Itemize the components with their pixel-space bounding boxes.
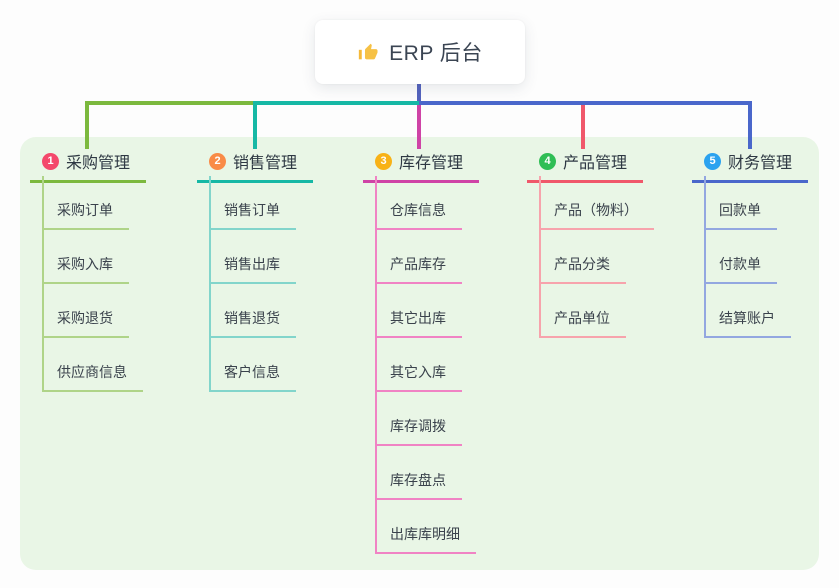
- child-node[interactable]: 其它出库: [375, 284, 462, 338]
- child-node[interactable]: 采购订单: [42, 176, 129, 230]
- child-node[interactable]: 销售退货: [209, 284, 296, 338]
- child-node[interactable]: 供应商信息: [42, 338, 143, 392]
- bus-line-mid: [255, 101, 419, 105]
- child-node[interactable]: 产品分类: [539, 230, 626, 284]
- child-node[interactable]: 产品单位: [539, 284, 626, 338]
- badge-5: 5: [704, 152, 721, 170]
- branch-node-inventory[interactable]: 3 库存管理: [363, 146, 480, 183]
- child-node[interactable]: 回款单: [704, 176, 777, 230]
- child-node[interactable]: 产品库存: [375, 230, 462, 284]
- branch-children-inventory: 仓库信息 产品库存 其它出库 其它入库 库存调拨 库存盘点 出库库明细: [375, 176, 476, 554]
- branch-board-panel: [20, 137, 819, 570]
- child-node[interactable]: 采购入库: [42, 230, 129, 284]
- branch-children-product: 产品（物料） 产品分类 产品单位: [539, 176, 654, 338]
- branch-node-purchase[interactable]: 1 采购管理: [30, 146, 147, 183]
- badge-1: 1: [42, 152, 59, 170]
- branch-label: 采购管理: [66, 155, 131, 172]
- badge-2: 2: [209, 152, 226, 170]
- branch-label: 库存管理: [399, 155, 464, 172]
- root-node[interactable]: ERP 后台: [315, 20, 525, 84]
- child-node[interactable]: 销售订单: [209, 176, 296, 230]
- branch-children-sales: 销售订单 销售出库 销售退货 客户信息: [209, 176, 296, 392]
- branch-label: 产品管理: [563, 155, 628, 172]
- child-node[interactable]: 采购退货: [42, 284, 129, 338]
- child-node[interactable]: 出库库明细: [375, 500, 476, 554]
- bus-line-right: [419, 101, 752, 105]
- branch-children-finance: 回款单 付款单 结算账户: [704, 176, 791, 338]
- branch-drop-line-4: [581, 105, 585, 149]
- branch-drop-line-2: [253, 101, 257, 149]
- branch-label: 销售管理: [233, 155, 298, 172]
- branch-drop-line-3: [417, 105, 421, 149]
- child-node[interactable]: 结算账户: [704, 284, 791, 338]
- badge-4: 4: [539, 152, 556, 170]
- child-node[interactable]: 销售出库: [209, 230, 296, 284]
- branch-children-purchase: 采购订单 采购入库 采购退货 供应商信息: [42, 176, 143, 392]
- branch-drop-line-5: [748, 101, 752, 149]
- child-node[interactable]: 产品（物料）: [539, 176, 654, 230]
- child-node[interactable]: 客户信息: [209, 338, 296, 392]
- root-connector-line: [417, 84, 421, 103]
- child-node[interactable]: 库存盘点: [375, 446, 462, 500]
- child-node[interactable]: 库存调拨: [375, 392, 462, 446]
- child-node[interactable]: 其它入库: [375, 338, 462, 392]
- branch-label: 财务管理: [728, 155, 793, 172]
- thumbs-up-icon: [357, 41, 379, 63]
- branch-drop-line-1: [85, 101, 89, 149]
- root-title: ERP 后台: [389, 42, 483, 65]
- branch-node-sales[interactable]: 2 销售管理: [197, 146, 314, 183]
- branch-node-product[interactable]: 4 产品管理: [527, 146, 644, 183]
- child-node[interactable]: 付款单: [704, 230, 777, 284]
- child-node[interactable]: 仓库信息: [375, 176, 462, 230]
- branch-node-finance[interactable]: 5 财务管理: [692, 146, 809, 183]
- bus-line-left: [85, 101, 255, 105]
- badge-3: 3: [375, 152, 392, 170]
